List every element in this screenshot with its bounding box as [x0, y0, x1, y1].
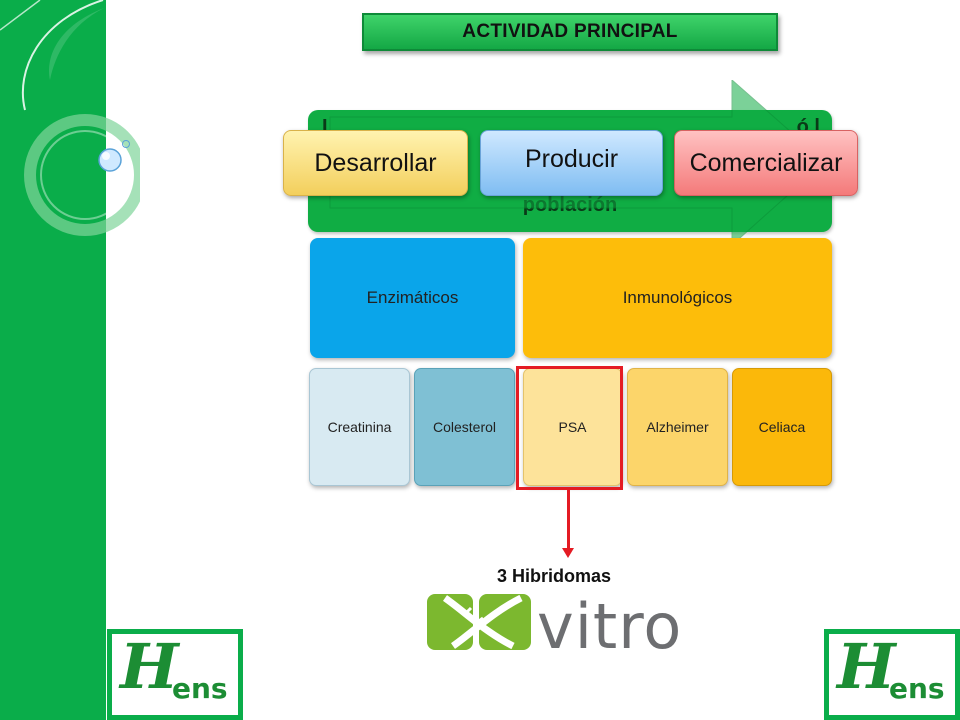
test-colesterol: Colesterol [414, 368, 515, 486]
connector-arrow-icon [562, 548, 574, 558]
hsens-logo-left-letter: H [120, 634, 179, 703]
connector-line [567, 489, 570, 549]
hsens-logo-right-suffix: ens [889, 672, 945, 705]
category-enzimaticos-label: Enzimáticos [366, 288, 459, 307]
hsens-logo-left-suffix: ens [172, 672, 228, 705]
slide-title: ACTIVIDAD PRINCIPAL [362, 13, 778, 51]
hsens-logo-right-letter: H [837, 634, 896, 703]
vitro-logo: vitro [427, 592, 682, 656]
psa-highlight-frame [516, 366, 623, 490]
category-enzimaticos: Enzimáticos [310, 238, 515, 358]
step-desarrollar: Desarrollar [283, 130, 468, 196]
dna-icon [427, 594, 531, 650]
hsens-logo-right: H ens [824, 629, 960, 720]
test-celiaca-label: Celiaca [758, 419, 806, 435]
mission-text-fragment-left: I [322, 116, 328, 138]
step-comercializar: Comercializar [674, 130, 858, 196]
test-alzheimer: Alzheimer [627, 368, 728, 486]
test-alzheimer-label: Alzheimer [646, 419, 709, 435]
hibridomas-label: 3 Hibridomas [497, 566, 612, 586]
category-inmunologicos: Inmunológicos [523, 238, 832, 358]
hsens-logo-left: H ens [107, 629, 243, 720]
test-colesterol-label: Colesterol [432, 419, 497, 435]
step-producir: Producir [480, 130, 663, 196]
step-comercializar-label: Comercializar [689, 148, 843, 177]
step-desarrollar-label: Desarrollar [314, 148, 437, 177]
test-psa: PSA [523, 368, 622, 486]
category-inmunologicos-label: Inmunológicos [622, 288, 733, 307]
test-creatinina: Creatinina [309, 368, 410, 486]
decorative-rings [0, 0, 140, 236]
test-creatinina-label: Creatinina [327, 419, 392, 435]
test-celiaca: Celiaca [732, 368, 832, 486]
vitro-logo-text: vitro [537, 592, 682, 656]
step-producir-label: Producir [524, 144, 619, 173]
test-psa-label: PSA [558, 419, 587, 435]
slide-title-text: ACTIVIDAD PRINCIPAL [462, 21, 678, 42]
